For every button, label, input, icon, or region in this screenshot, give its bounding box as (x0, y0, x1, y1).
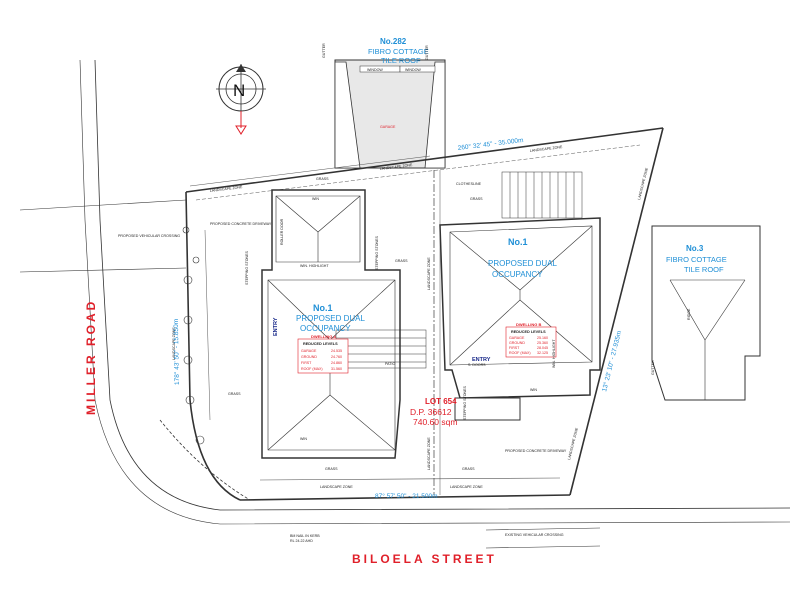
stepping-stones-label-1: STEPPING STONES (245, 251, 249, 285)
stepping-stones-label-2: STEPPING STONES (375, 236, 379, 270)
neighbour-3-number: No.3 (686, 244, 704, 253)
dwelling-a-win-highlight: WIN. HIGHLIGHT (300, 264, 329, 268)
neighbour-282-number: No.282 (380, 37, 407, 46)
dwelling-a-level-name: FIRST (301, 361, 312, 365)
neighbour-282-window-label-2: WINDOW (405, 68, 421, 72)
neighbour-282: WINDOW WINDOW GARAGE No.282 FIBRO COTTAG… (322, 37, 446, 169)
bearing-north: 260° 32' 45" - 35.000m (457, 136, 524, 152)
street-name-biloela-street: BILOELA STREET (352, 552, 497, 566)
neighbour-3-gutter: GUTTER (651, 360, 655, 375)
site-labels: LANDSCAPE ZONE LANDSCAPE ZONE LANDSCAPE … (118, 145, 649, 543)
dwelling-a-title2: PROPOSED DUAL (296, 314, 365, 323)
dwelling-a-level-value: 31.560 (331, 367, 342, 371)
dwelling-b-label: DWELLING B (516, 322, 541, 327)
dwelling-b-title1: No.1 (508, 237, 528, 247)
neighbour-3-line1: FIBRO COTTAGE (666, 255, 727, 264)
bm-label: BM NAIL IN KERB (290, 534, 320, 538)
landscape-zone-label-northeast: LANDSCAPE ZONE (530, 145, 564, 153)
neighbour-3-ridge: RIDGE (687, 308, 691, 320)
neighbour-3-line2: TILE ROOF (684, 265, 724, 274)
dwelling-b-level-name: GARAGE (509, 336, 525, 340)
dwelling-a-level-name: GROUND (301, 355, 317, 359)
dwelling-b-levels: GARAGE 25.160 GROUND 25.360 FIRST 28.045… (509, 336, 548, 355)
gutter-label-1: GUTTER (322, 43, 326, 58)
bearing-south: 87° 57' 50" - 21.500m (375, 492, 438, 500)
neighbour-282-garage-label: GARAGE (380, 125, 396, 129)
dwelling-a-levels: GARAGE 24.535 GROUND 24.760 FIRST 24.860… (301, 349, 342, 371)
dwelling-a-title3: OCCUPANCY (300, 324, 351, 333)
dwelling-a-roller-door: ROLLER DOOR (280, 218, 284, 245)
dwelling-a-title1: No.1 (313, 303, 333, 313)
landscape-zone-label-east-2: LANDSCAPE ZONE (567, 427, 579, 460)
landscape-zone-label-south: LANDSCAPE ZONE (320, 485, 353, 489)
dwelling-b-title2: PROPOSED DUAL (488, 259, 557, 268)
north-label: N (233, 81, 245, 100)
dwelling-b-win-highlight: WIN. HIGHLIGHT (552, 339, 556, 368)
grass-label-2: GRASS (228, 392, 241, 396)
dwelling-a-win-bottom: WIN (300, 437, 307, 441)
gutter-label-2: GUTTER (425, 45, 429, 60)
lot-boundary (185, 127, 664, 501)
dwelling-a-level-value: 24.760 (331, 355, 342, 359)
north-arrow-icon: N (216, 64, 266, 135)
landscape-zone-label-north: LANDSCAPE ZONE (210, 185, 244, 193)
grass-label-6: GRASS (470, 197, 483, 201)
existing-crossing-label: EXISTING VEHICULAR CROSSING (505, 533, 564, 537)
dwelling-a-entry: ENTRY (273, 317, 279, 336)
road-lines (19, 59, 791, 549)
landscape-zone-label-center: LANDSCAPE ZONE (380, 163, 414, 171)
dwelling-b-levels-title: REDUCED LEVELS (511, 330, 546, 334)
lot-dp: D.P. 36612 (410, 407, 452, 417)
lot-area: 740.60 sqm (413, 417, 457, 427)
lot-label: LOT 654 D.P. 36612 740.60 sqm (410, 397, 457, 427)
dwelling-b-level-name: ROOF (MAX) (509, 351, 531, 355)
stepping-stones-label-3: STEPPING STONES (463, 386, 467, 420)
dwelling-a-win-top: WIN (312, 197, 319, 201)
neighbour-282-window-label: WINDOW (367, 68, 383, 72)
grass-label-1: GRASS (316, 177, 329, 181)
landscape-zone-label-south-2: LANDSCAPE ZONE (450, 485, 483, 489)
dwelling-b-s-doors: S. DOORS (468, 363, 486, 367)
patio-label: PATIO (385, 362, 395, 366)
neighbour-282-line1: FIBRO COTTAGE (368, 47, 429, 56)
landscape-zone-label-divider-2: LANDSCAPE ZONE (427, 437, 431, 470)
dwelling-b-level-value: 25.360 (537, 341, 548, 345)
neighbour-282-line2: TILE ROOF (381, 56, 421, 65)
lot-number: LOT 654 (425, 397, 457, 406)
crossing-label-west: PROPOSED VEHICULAR CROSSING (118, 234, 180, 238)
dwelling-a-level-value: 24.535 (331, 349, 342, 353)
dwelling-b: CLOTHESLINE No.1 PROPOSED DUAL OCCUPANCY… (439, 171, 601, 421)
dwelling-a-level-name: GARAGE (301, 349, 317, 353)
dwelling-b-level-value: 32.125 (537, 351, 548, 355)
neighbour-3: No.3 FIBRO COTTAGE TILE ROOF RIDGE GUTTE… (651, 225, 761, 401)
dwelling-b-title3: OCCUPANCY (492, 270, 543, 279)
dwelling-b-win: WIN (530, 388, 537, 392)
driveway-label-west: PROPOSED CONCRETE DRIVEWAY (210, 222, 272, 226)
landscape-zone-label-west: LANDSCAPE ZONE (172, 327, 176, 360)
dwelling-a: PATIO WIN. HIGHLIGHT WIN WIN ROLLER DOOR… (261, 189, 427, 459)
dwelling-a-level-value: 24.860 (331, 361, 342, 365)
driveway-label-south: PROPOSED CONCRETE DRIVEWAY (505, 449, 567, 453)
clothesline-label: CLOTHESLINE (456, 182, 482, 186)
dwelling-b-entry: ENTRY (472, 357, 491, 363)
dwelling-b-level-name: GROUND (509, 341, 525, 345)
grass-label-3: GRASS (395, 259, 408, 263)
bm-rl-label: RL 24.22 AHD (290, 539, 313, 543)
dwelling-b-level-name: FIRST (509, 346, 520, 350)
landscape-zone-lines (189, 144, 641, 495)
bearing-west: 178° 43' 50" - 15.850m (172, 319, 181, 385)
dwelling-a-label: DWELLING A (311, 334, 336, 339)
grass-label-5: GRASS (462, 467, 475, 471)
dwelling-b-level-value: 28.045 (537, 346, 548, 350)
grass-label-4: GRASS (325, 467, 338, 471)
street-name-miller-road: MILLER ROAD (84, 299, 98, 415)
dwelling-b-level-value: 25.160 (537, 336, 548, 340)
dwelling-a-level-name: ROOF (MAX) (301, 367, 323, 371)
dwelling-a-levels-title: REDUCED LEVELS (303, 342, 338, 346)
landscape-zone-label-divider: LANDSCAPE ZONE (427, 257, 431, 290)
tree-icons (182, 226, 205, 445)
landscape-zone-label-east: LANDSCAPE ZONE (637, 167, 649, 200)
